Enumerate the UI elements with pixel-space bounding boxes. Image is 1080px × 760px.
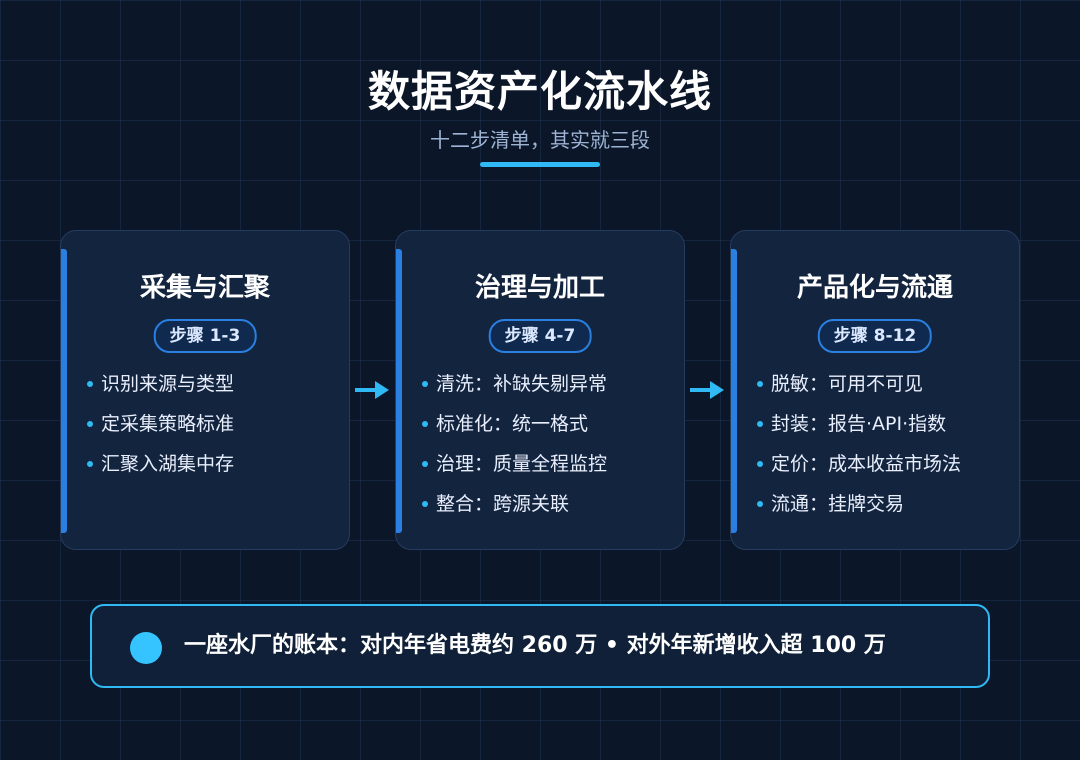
list-item-text: 清洗：补缺失剔异常 bbox=[436, 373, 608, 395]
stage-card-productization: 产品化与流通 步骤 8-12 脱敏：可用不可见 封装：报告·API·指数 定价：… bbox=[730, 230, 1020, 550]
summary-text: 一座水厂的账本：对内年省电费约 260 万 • 对外年新增收入超 100 万 bbox=[184, 633, 886, 658]
bullet-dot-icon bbox=[757, 461, 763, 467]
arrow-right-icon bbox=[690, 381, 724, 399]
bullet-dot-icon bbox=[422, 381, 428, 387]
list-item: 脱敏：可用不可见 bbox=[757, 369, 1009, 409]
list-item: 封装：报告·API·指数 bbox=[757, 409, 1009, 449]
bullet-dot-icon bbox=[87, 421, 93, 427]
bullet-dot-icon bbox=[757, 501, 763, 507]
card-accent-bar bbox=[396, 249, 402, 533]
card-accent-bar bbox=[61, 249, 67, 533]
list-item-text: 标准化：统一格式 bbox=[436, 413, 589, 435]
stage-title: 治理与加工 bbox=[474, 273, 605, 303]
list-item: 汇聚入湖集中存 bbox=[87, 449, 339, 489]
page-subtitle: 十二步清单，其实就三段 bbox=[430, 128, 650, 152]
list-item: 识别来源与类型 bbox=[87, 369, 339, 409]
bullet-dot-icon bbox=[757, 421, 763, 427]
bullet-dot-icon bbox=[757, 381, 763, 387]
list-item: 清洗：补缺失剔异常 bbox=[422, 369, 674, 409]
stage-item-list: 识别来源与类型 定采集策略标准 汇聚入湖集中存 bbox=[87, 369, 339, 489]
bullet-dot-icon bbox=[422, 421, 428, 427]
list-item: 定采集策略标准 bbox=[87, 409, 339, 449]
bullet-dot-icon bbox=[422, 461, 428, 467]
list-item-text: 汇聚入湖集中存 bbox=[101, 453, 235, 475]
title-underline bbox=[480, 162, 600, 167]
stage-card-governance: 治理与加工 步骤 4-7 清洗：补缺失剔异常 标准化：统一格式 治理：质量全程监… bbox=[395, 230, 685, 550]
list-item-text: 脱敏：可用不可见 bbox=[771, 373, 924, 395]
bullet-dot-icon bbox=[87, 381, 93, 387]
list-item-text: 定价：成本收益市场法 bbox=[771, 453, 962, 475]
stage-card-collection: 采集与汇聚 步骤 1-3 识别来源与类型 定采集策略标准 汇聚入湖集中存 bbox=[60, 230, 350, 550]
circle-dot-icon bbox=[130, 632, 162, 664]
list-item: 整合：跨源关联 bbox=[422, 489, 674, 529]
card-accent-bar bbox=[731, 249, 737, 533]
step-badge: 步骤 4-7 bbox=[488, 319, 592, 353]
list-item: 治理：质量全程监控 bbox=[422, 449, 674, 489]
step-badge: 步骤 8-12 bbox=[817, 319, 933, 353]
bullet-dot-icon bbox=[422, 501, 428, 507]
stage-item-list: 脱敏：可用不可见 封装：报告·API·指数 定价：成本收益市场法 流通：挂牌交易 bbox=[757, 369, 1009, 529]
list-item-text: 识别来源与类型 bbox=[101, 373, 235, 395]
bullet-dot-icon bbox=[87, 461, 93, 467]
arrow-right-icon bbox=[355, 381, 389, 399]
stage-title: 采集与汇聚 bbox=[139, 273, 270, 303]
list-item-text: 封装：报告·API·指数 bbox=[771, 413, 947, 435]
stage-title: 产品化与流通 bbox=[796, 273, 953, 303]
summary-banner: 一座水厂的账本：对内年省电费约 260 万 • 对外年新增收入超 100 万 bbox=[90, 604, 990, 688]
list-item-text: 流通：挂牌交易 bbox=[771, 493, 905, 515]
page-title: 数据资产化流水线 bbox=[367, 67, 712, 116]
list-item-text: 整合：跨源关联 bbox=[436, 493, 570, 515]
list-item: 流通：挂牌交易 bbox=[757, 489, 1009, 529]
list-item-text: 定采集策略标准 bbox=[101, 413, 235, 435]
list-item: 标准化：统一格式 bbox=[422, 409, 674, 449]
stage-item-list: 清洗：补缺失剔异常 标准化：统一格式 治理：质量全程监控 整合：跨源关联 bbox=[422, 369, 674, 529]
list-item-text: 治理：质量全程监控 bbox=[436, 453, 608, 475]
list-item: 定价：成本收益市场法 bbox=[757, 449, 1009, 489]
step-badge: 步骤 1-3 bbox=[153, 319, 257, 353]
